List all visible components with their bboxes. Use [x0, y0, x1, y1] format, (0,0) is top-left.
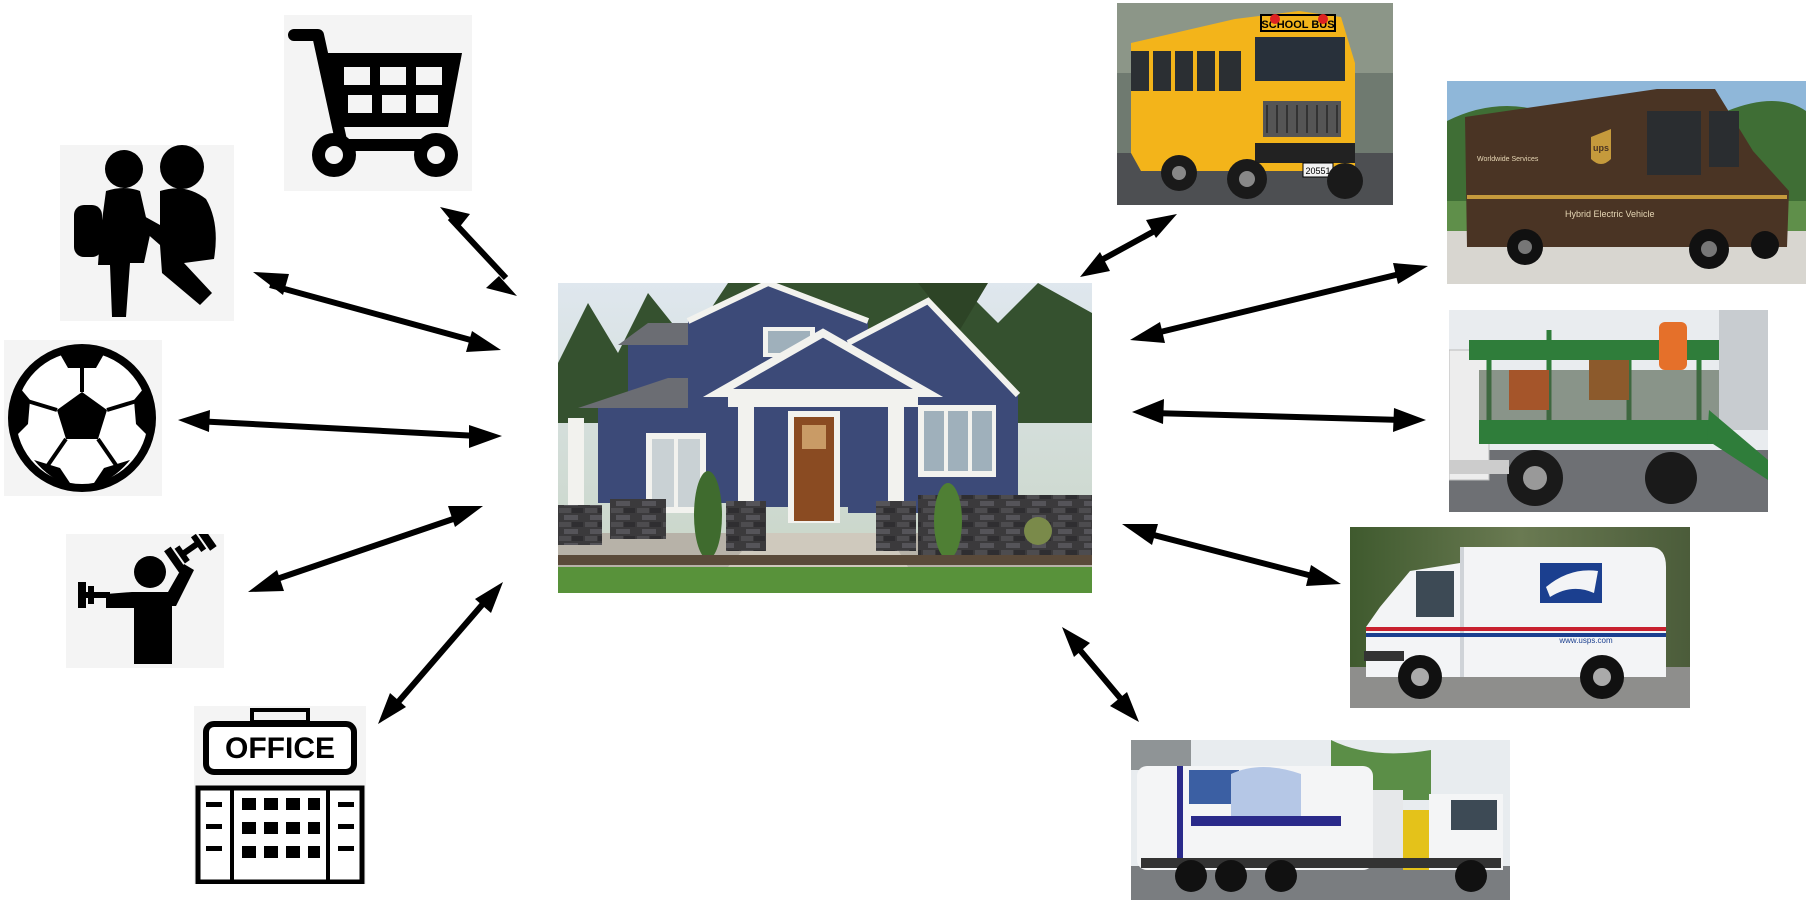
- arrow-house-fitness: [248, 506, 483, 592]
- shopping-cart-icon: [284, 15, 472, 191]
- arrow-house-shopping: [440, 207, 517, 296]
- arrow-house-school-bus: [1080, 214, 1177, 277]
- house-photo: [558, 283, 1092, 593]
- arrow-house-sports: [178, 410, 502, 448]
- fitness-icon: [66, 534, 224, 668]
- school-bus-photo: SCHOOL BUS 20551: [1117, 3, 1393, 205]
- arrow-house-childcare: [253, 272, 501, 352]
- arrow-house-office: [378, 582, 503, 724]
- arrow-house-mail-truck: [1122, 524, 1341, 586]
- mail-truck-node: www.usps.com: [1350, 527, 1690, 708]
- mail-truck-photo: www.usps.com: [1350, 527, 1690, 708]
- usps-url-text: www.usps.com: [1558, 636, 1613, 645]
- arrow-house-landscaping-truck: [1132, 399, 1426, 432]
- fitness-node: [66, 534, 224, 668]
- ups-logo-text: ups: [1593, 143, 1609, 153]
- office-building-icon: OFFICE: [194, 706, 366, 884]
- delivery-van-node: ups Worldwide Services Hybrid Electric V…: [1447, 81, 1806, 284]
- shopping-node: [284, 15, 472, 191]
- school-bus-node: SCHOOL BUS 20551: [1117, 3, 1393, 205]
- arrow-house-garbage-truck: [1062, 627, 1139, 722]
- garbage-truck-photo: [1131, 740, 1510, 900]
- soccer-ball-icon: [4, 340, 162, 496]
- sports-node: [4, 340, 162, 496]
- landscaping-truck-photo: [1449, 310, 1768, 512]
- delivery-van-photo: ups Worldwide Services Hybrid Electric V…: [1447, 81, 1806, 284]
- office-sign-text: OFFICE: [225, 732, 335, 765]
- childcare-node: [60, 145, 234, 321]
- garbage-truck-node: [1131, 740, 1510, 900]
- office-node: OFFICE: [194, 706, 366, 884]
- arrow-house-delivery-van: [1130, 263, 1428, 343]
- landscaping-truck-node: [1449, 310, 1768, 512]
- house-node: [558, 283, 1092, 593]
- bus-plate-text: 20551: [1305, 166, 1330, 176]
- childcare-icon: [60, 145, 234, 321]
- ups-side-text: Hybrid Electric Vehicle: [1565, 209, 1655, 219]
- ups-side-small-text: Worldwide Services: [1477, 156, 1539, 163]
